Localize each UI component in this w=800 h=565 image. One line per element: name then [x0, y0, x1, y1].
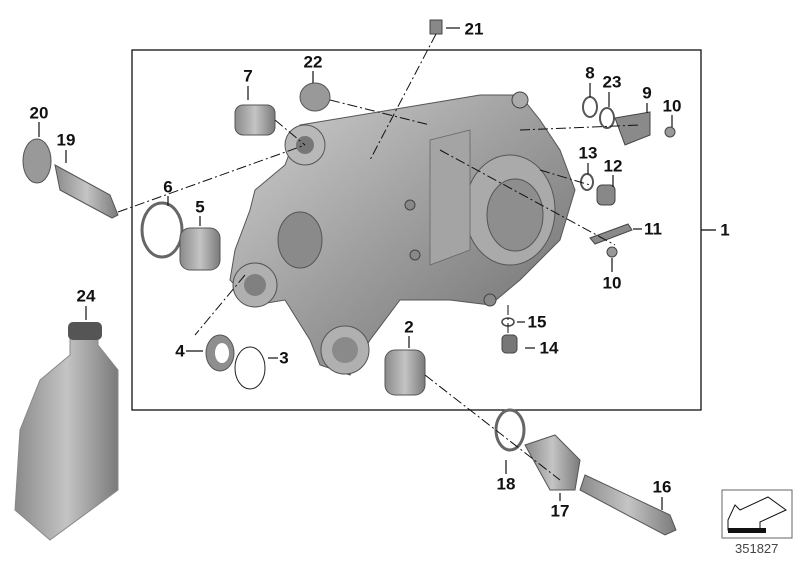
callout-11: 11 — [644, 219, 662, 239]
part-8-oring — [582, 96, 598, 118]
callout-10-bottom: 10 — [602, 273, 622, 293]
part-3-oring — [234, 346, 266, 390]
part-19-pin — [54, 164, 119, 219]
callout-2: 2 — [404, 317, 414, 337]
explode-lines — [117, 33, 641, 481]
callout-3: 3 — [279, 348, 289, 368]
part-21-clip — [429, 19, 443, 35]
part-17-sleeve — [524, 434, 581, 491]
callout-9: 9 — [642, 83, 652, 103]
callout-21: 21 — [464, 19, 484, 39]
callout-10-top: 10 — [662, 96, 682, 116]
part-12-plug — [596, 184, 616, 206]
part-9-sensor — [614, 111, 651, 146]
callout-13: 13 — [578, 143, 598, 163]
callout-14: 14 — [539, 338, 559, 358]
part-22-cap — [299, 82, 331, 112]
part-14-plug — [501, 334, 518, 354]
callout-5: 5 — [195, 197, 205, 217]
part-20-washer — [22, 138, 52, 184]
part-6-circlip — [140, 201, 184, 259]
callout-7: 7 — [243, 66, 253, 86]
callout-15: 15 — [527, 312, 547, 332]
callout-6: 6 — [163, 177, 173, 197]
part-10-screw-top — [664, 126, 676, 138]
callout-4: 4 — [175, 341, 185, 361]
callout-22: 22 — [303, 52, 323, 72]
view-direction-icon — [721, 489, 793, 539]
part-10-screw-bottom — [606, 246, 618, 258]
part-24-oil-bottle — [14, 322, 119, 541]
part-16-bolt — [579, 474, 677, 536]
part-4-seal — [205, 334, 235, 372]
callout-23: 23 — [602, 72, 622, 92]
part-2-needle-bearing — [384, 349, 426, 396]
leader-lines — [38, 27, 673, 510]
callout-18: 18 — [496, 474, 516, 494]
callout-12: 12 — [603, 156, 623, 176]
callout-16: 16 — [652, 477, 672, 497]
part-23-oring — [599, 107, 615, 129]
part-13-oring — [580, 173, 594, 191]
callout-8: 8 — [585, 63, 595, 83]
callout-19: 19 — [56, 130, 76, 150]
callout-1: 1 — [720, 220, 730, 240]
callout-24: 24 — [76, 286, 96, 306]
part-18-oring — [494, 408, 526, 452]
document-number: 351827 — [735, 541, 779, 556]
part-7-bushing — [234, 104, 276, 136]
callout-17: 17 — [550, 501, 570, 521]
callout-20: 20 — [29, 103, 49, 123]
part-11-bracket — [589, 223, 633, 245]
final-drive-housing — [229, 91, 576, 376]
part-5-bearing — [179, 227, 221, 271]
